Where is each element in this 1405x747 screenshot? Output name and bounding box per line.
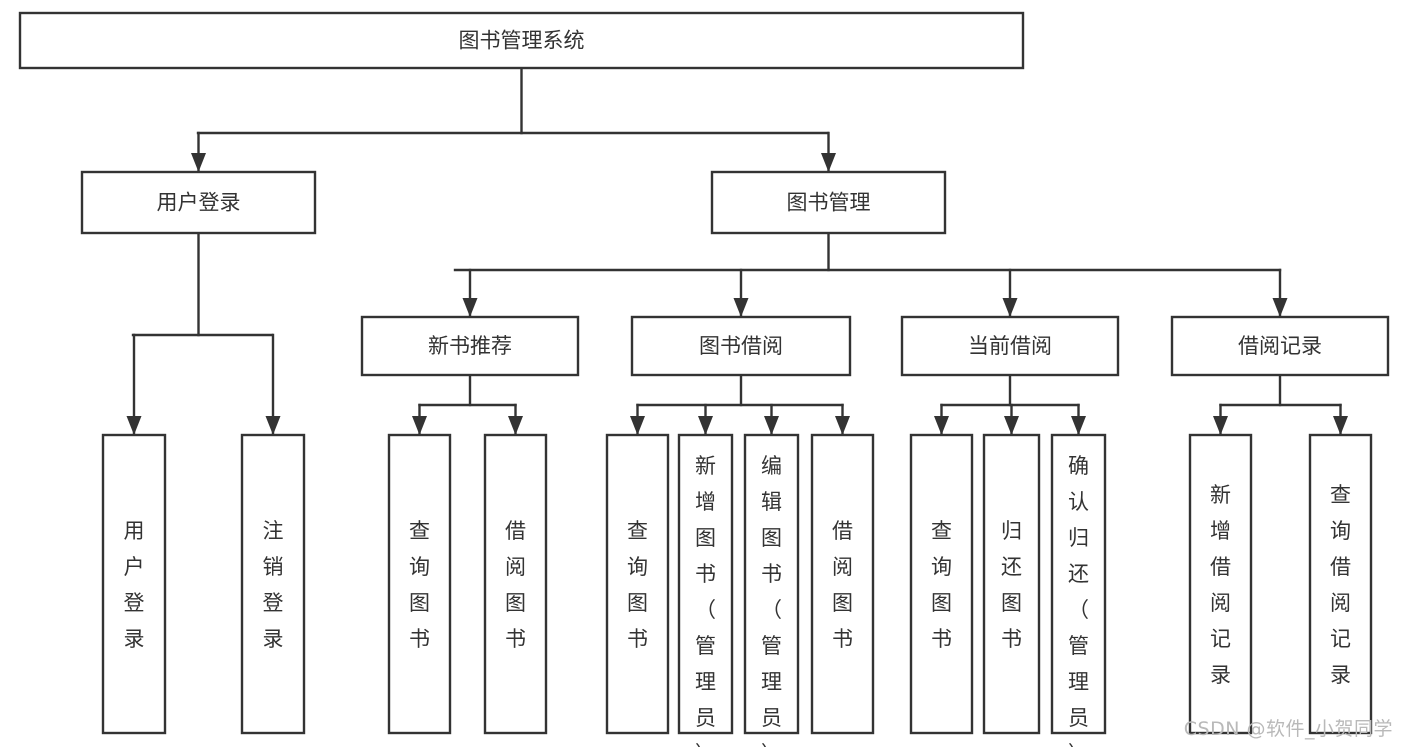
node-leaf-edit-book[interactable]: 编辑图书（管理员） xyxy=(743,433,800,747)
node-leaf-add-book[interactable]: 新增图书（管理员） xyxy=(677,433,734,747)
arrow-head-icon-leaf-add-record xyxy=(1213,416,1228,435)
node-leaf-query-book-3[interactable]: 查询图书 xyxy=(909,433,974,735)
arrow-head-icon-leaf-logout xyxy=(265,416,281,435)
node-label: 图书管理系统 xyxy=(459,29,585,53)
node-leaf-borrow-book-1[interactable]: 借阅图书 xyxy=(483,433,548,735)
node-box xyxy=(677,433,734,735)
node-box xyxy=(710,170,947,235)
node-box xyxy=(1050,433,1107,735)
node-layer: 图书管理系统用户登录图书管理新书推荐图书借阅当前借阅借阅记录用户登录注销登录查询… xyxy=(18,11,1390,747)
arrow-head-icon-leaf-borrow-book-2 xyxy=(835,416,850,435)
node-book-borrow[interactable]: 图书借阅 xyxy=(630,315,852,377)
node-current-borrow[interactable]: 当前借阅 xyxy=(900,315,1120,377)
arrow-head-icon-book-management xyxy=(821,153,836,172)
node-label: 新增借阅记录 xyxy=(1210,483,1231,687)
arrow-head-icon-current-borrow xyxy=(1002,298,1018,317)
node-box xyxy=(483,433,548,735)
csdn-watermark: CSDN @软件_小贺同学 xyxy=(1183,718,1393,740)
node-label: 借阅记录 xyxy=(1238,334,1322,358)
node-leaf-query-record[interactable]: 查询借阅记录 xyxy=(1308,433,1373,735)
node-leaf-return-book[interactable]: 归还图书 xyxy=(982,433,1041,735)
arrow-head-icon-leaf-borrow-book-1 xyxy=(508,416,523,435)
node-label: 图书管理 xyxy=(787,191,871,215)
node-leaf-query-book-1[interactable]: 查询图书 xyxy=(387,433,452,735)
node-label: 用户登录 xyxy=(157,191,241,215)
node-label: 新增图书（管理员） xyxy=(695,454,716,747)
arrow-head-icon-leaf-user-login xyxy=(126,416,142,435)
node-box xyxy=(387,433,452,735)
connector-layer xyxy=(126,66,1348,436)
node-box xyxy=(743,433,800,735)
node-label: 查询图书 xyxy=(931,519,952,651)
node-box xyxy=(1170,315,1390,377)
arrow-head-icon-leaf-query-record xyxy=(1333,416,1348,435)
node-box xyxy=(360,315,580,377)
node-leaf-add-record[interactable]: 新增借阅记录 xyxy=(1188,433,1253,735)
arrow-head-icon-leaf-confirm-return xyxy=(1071,416,1086,435)
arrow-head-icon-user-login xyxy=(191,153,206,172)
arrow-head-icon-leaf-query-book-1 xyxy=(412,416,427,435)
node-book-management[interactable]: 图书管理 xyxy=(710,170,947,235)
node-box xyxy=(1188,433,1253,735)
node-leaf-query-book-2[interactable]: 查询图书 xyxy=(605,433,670,735)
node-box xyxy=(810,433,875,735)
node-box xyxy=(240,433,306,735)
node-leaf-confirm-return[interactable]: 确认归还（管理员） xyxy=(1050,433,1107,747)
node-box xyxy=(605,433,670,735)
arrow-head-icon-borrow-record xyxy=(1272,298,1288,317)
node-label: 借阅图书 xyxy=(832,519,853,651)
node-label: 注销登录 xyxy=(263,519,284,651)
node-leaf-borrow-book-2[interactable]: 借阅图书 xyxy=(810,433,875,735)
node-borrow-record[interactable]: 借阅记录 xyxy=(1170,315,1390,377)
node-label: 查询借阅记录 xyxy=(1330,483,1351,687)
arrow-head-icon-new-book-recommend xyxy=(462,298,478,317)
node-box xyxy=(80,170,317,235)
node-root[interactable]: 图书管理系统 xyxy=(18,11,1025,70)
node-box xyxy=(18,11,1025,70)
node-label: 查询图书 xyxy=(409,519,430,651)
node-label: 图书借阅 xyxy=(699,334,783,358)
arrow-head-icon-book-borrow xyxy=(733,298,749,317)
arrow-head-icon-leaf-return-book xyxy=(1004,416,1019,435)
node-box xyxy=(982,433,1041,735)
node-box xyxy=(900,315,1120,377)
node-new-book-recommend[interactable]: 新书推荐 xyxy=(360,315,580,377)
node-label: 借阅图书 xyxy=(505,519,526,651)
arrow-head-icon-leaf-edit-book xyxy=(764,416,779,435)
node-label: 确认归还（管理员） xyxy=(1068,454,1089,747)
node-box xyxy=(101,433,167,735)
node-label: 当前借阅 xyxy=(968,334,1052,358)
node-leaf-user-login[interactable]: 用户登录 xyxy=(101,433,167,735)
node-label: 新书推荐 xyxy=(428,334,512,358)
node-box xyxy=(630,315,852,377)
node-user-login[interactable]: 用户登录 xyxy=(80,170,317,235)
node-label: 用户登录 xyxy=(124,519,145,651)
node-label: 查询图书 xyxy=(627,519,648,651)
node-box xyxy=(1308,433,1373,735)
node-leaf-logout[interactable]: 注销登录 xyxy=(240,433,306,735)
node-label: 归还图书 xyxy=(1001,519,1022,651)
arrow-head-icon-leaf-add-book xyxy=(698,416,713,435)
arrow-head-icon-leaf-query-book-3 xyxy=(934,416,949,435)
node-box xyxy=(909,433,974,735)
node-label: 编辑图书（管理员） xyxy=(761,454,782,747)
arrow-head-icon-leaf-query-book-2 xyxy=(630,416,645,435)
